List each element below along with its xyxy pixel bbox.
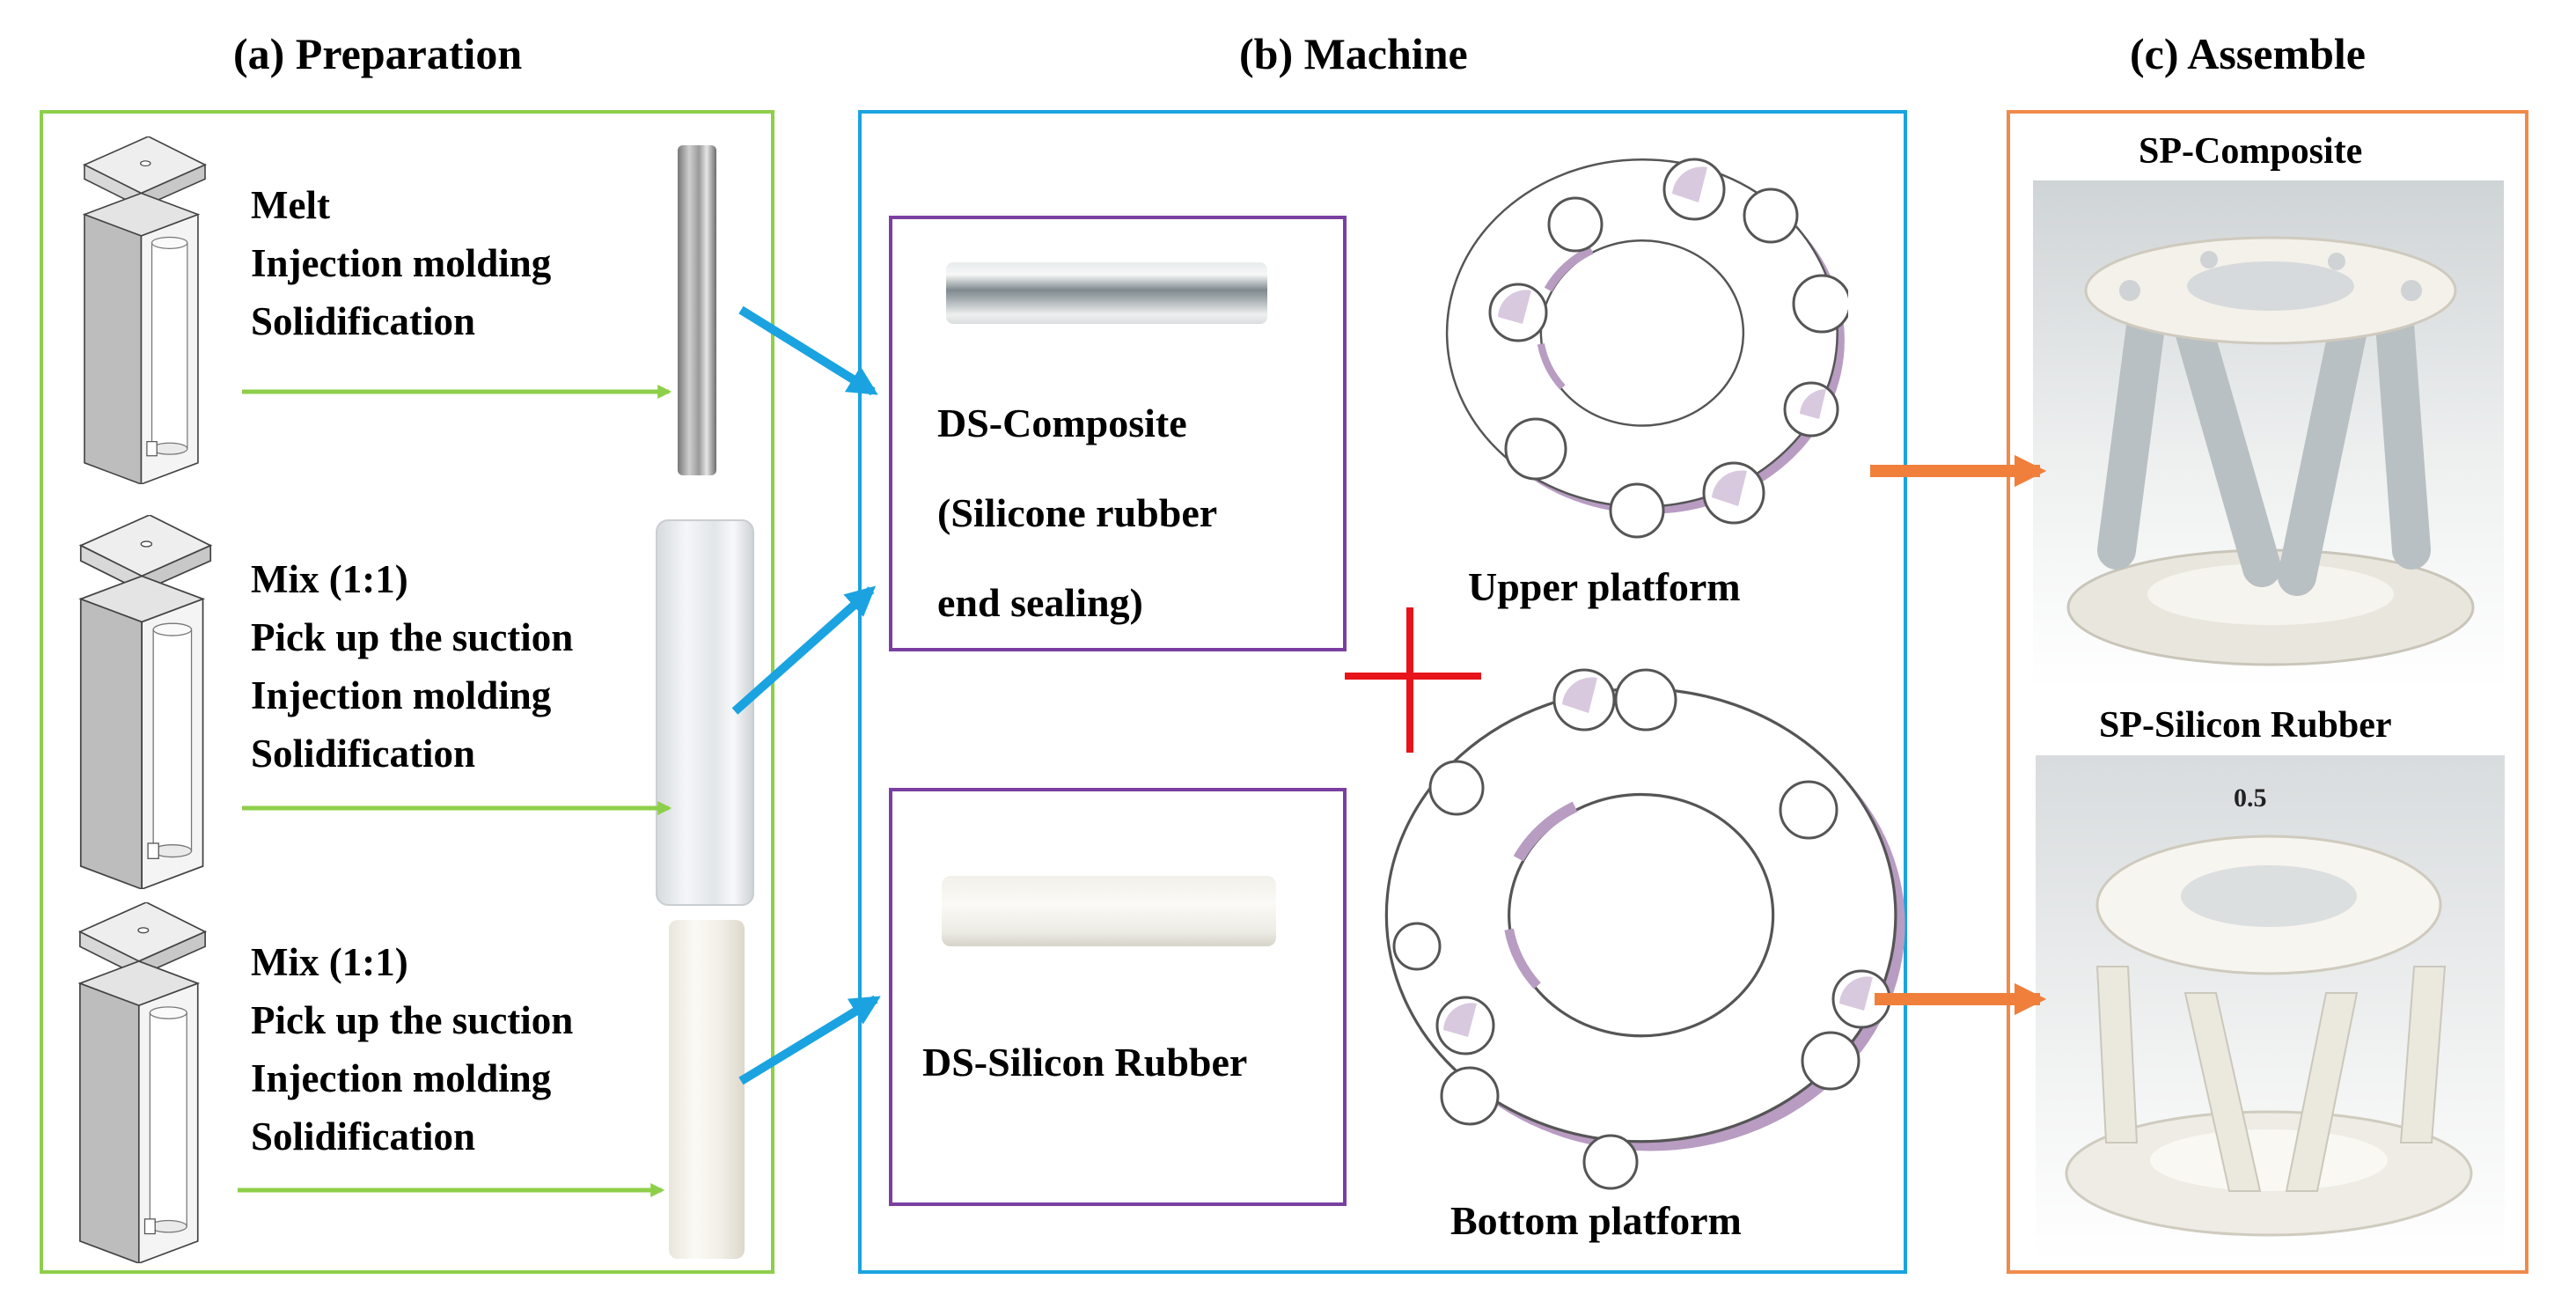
step-1-text: Melt Injection molding Solidification [251, 176, 551, 350]
plus-vertical-bar [1406, 607, 1413, 753]
mold-drawing-1 [83, 136, 207, 484]
ds-composite-label-line-3: end sealing) [937, 580, 1143, 625]
sp-composite-title: SP-Composite [2139, 131, 2363, 172]
ds-composite-box [889, 216, 1347, 651]
ds-composite-label: DS-Composite (Silicone rubber end sealin… [937, 379, 1217, 648]
upper-platform-label: Upper platform [1468, 564, 1741, 609]
ds-composite-rod [946, 262, 1267, 324]
ds-silicon-box [889, 788, 1347, 1206]
ds-silicon-label: DS-Silicon Rubber [922, 1040, 1248, 1085]
transparent-rod [656, 519, 754, 906]
panel-a-title: (a) Preparation [233, 29, 523, 78]
ds-composite-label-line-2: (Silicone rubber [937, 490, 1218, 535]
step-2-line-2: Pick up the suction [251, 615, 574, 659]
metal-rod [678, 145, 716, 475]
white-rod [669, 920, 745, 1259]
panel-assemble [2007, 110, 2528, 1274]
ds-silicon-rod [942, 876, 1276, 946]
upper-platform-drawing [1443, 123, 1848, 539]
step-3-line-3: Injection molding [251, 1056, 552, 1100]
mold-drawing-2 [79, 515, 212, 889]
step-3-line-4: Solidification [251, 1114, 476, 1158]
panel-b-title: (b) Machine [1239, 29, 1468, 78]
sp-composite-photo [2033, 180, 2504, 689]
step-1-line-3: Solidification [251, 299, 476, 343]
step-1-line-2: Injection molding [251, 241, 552, 285]
step-3-line-1: Mix (1:1) [251, 940, 408, 984]
sp-silicon-photo: 0.5 [2036, 755, 2505, 1261]
mold-drawing-3 [78, 902, 207, 1263]
step-2-line-3: Injection molding [251, 673, 552, 717]
bottom-platform-drawing [1382, 668, 1910, 1190]
engraving-text: 0.5 [2234, 783, 2267, 813]
ds-composite-label-line-1: DS-Composite [937, 401, 1187, 445]
step-2-text: Mix (1:1) Pick up the suction Injection … [251, 550, 573, 783]
step-2-line-1: Mix (1:1) [251, 557, 408, 601]
sp-silicon-title: SP-Silicon Rubber [2099, 705, 2392, 746]
step-3-line-2: Pick up the suction [251, 998, 574, 1042]
panel-c-title: (c) Assemble [2130, 29, 2366, 78]
step-3-text: Mix (1:1) Pick up the suction Injection … [251, 933, 573, 1166]
step-2-line-4: Solidification [251, 732, 476, 776]
step-1-line-1: Melt [251, 183, 330, 227]
bottom-platform-label: Bottom platform [1450, 1198, 1742, 1243]
